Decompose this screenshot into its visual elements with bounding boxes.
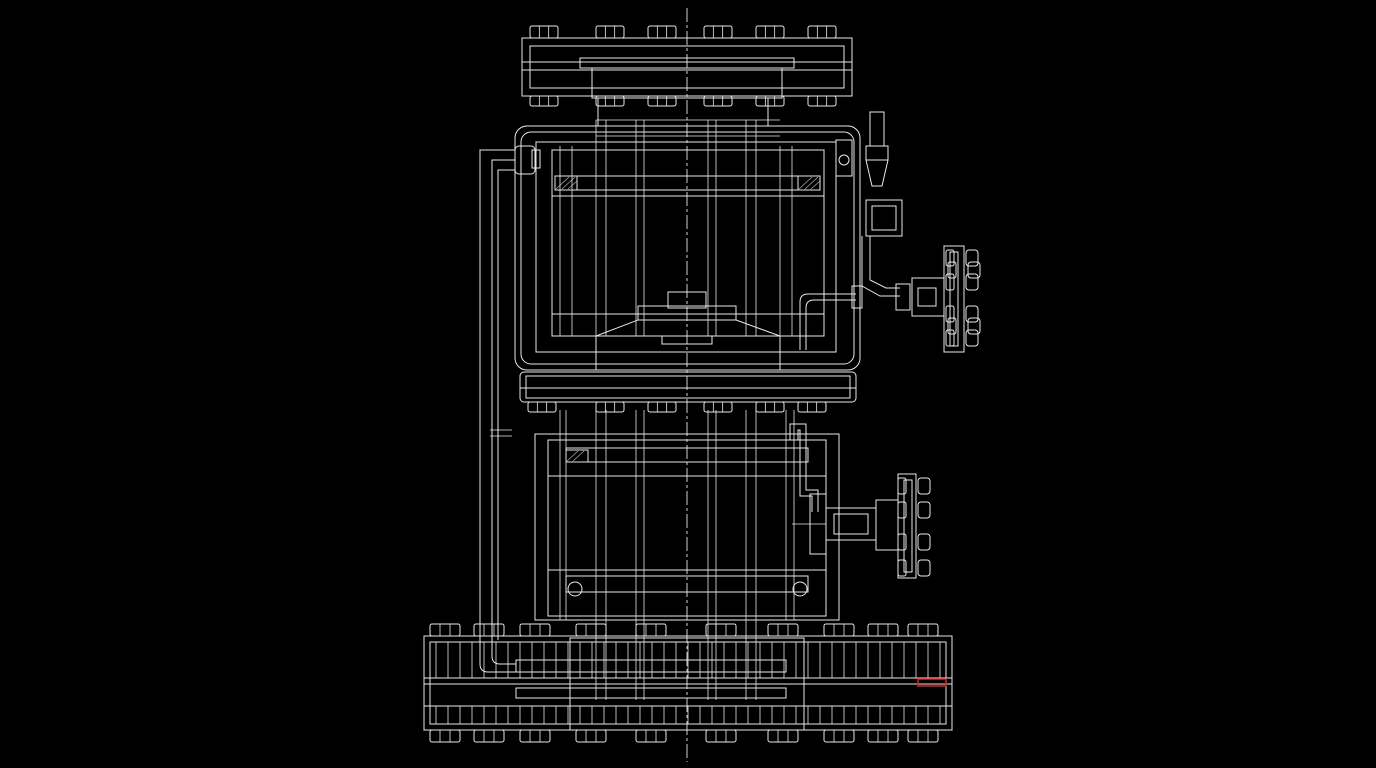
bolt-head <box>529 25 559 39</box>
flange-bolt <box>965 249 979 267</box>
bolt-head <box>429 623 461 637</box>
bolt-head <box>807 25 837 39</box>
flange-bolt <box>917 477 931 495</box>
bolt-head <box>807 95 837 107</box>
flange-bolt <box>965 273 979 291</box>
bolt-head <box>703 25 733 39</box>
external-pipe-left[interactable] <box>479 145 536 640</box>
lower-inner-bars <box>559 410 795 700</box>
bolt-head <box>907 729 939 743</box>
bolt-head <box>907 623 939 637</box>
flange-bolt <box>917 559 931 577</box>
bolt-head <box>519 623 551 637</box>
bolt-head <box>703 95 733 107</box>
right-valve-lower[interactable] <box>792 499 899 551</box>
bolt-head <box>473 623 505 637</box>
flange-bolt <box>917 533 931 551</box>
bolt-head <box>755 95 785 107</box>
bolt-head <box>705 729 737 743</box>
selected-edge-highlight[interactable] <box>917 678 947 687</box>
bolt-head <box>473 729 505 743</box>
bolt-head <box>797 401 827 413</box>
bolt-head <box>867 623 899 637</box>
bolt-head <box>867 729 899 743</box>
bolt-head <box>823 729 855 743</box>
upper-internal-pipe <box>799 285 863 350</box>
bolt-head <box>647 401 677 413</box>
bolt-head <box>647 95 677 107</box>
flange-bolt <box>967 261 981 279</box>
bolt-head <box>575 729 607 743</box>
bolt-head <box>755 401 785 413</box>
piston-top <box>595 291 781 371</box>
upper-side-bracket <box>531 139 853 177</box>
bolt-head <box>595 95 625 107</box>
bolt-head <box>823 623 855 637</box>
right-valve-upper[interactable] <box>861 111 945 317</box>
flange-bolt <box>965 329 979 347</box>
right-flange-lower[interactable] <box>897 473 931 579</box>
bolt-head <box>755 25 785 39</box>
bolt-head <box>767 623 799 637</box>
flange-bolt <box>965 305 979 323</box>
base-flange-bolt-row-lower <box>429 729 939 743</box>
bolt-head <box>575 623 607 637</box>
bolt-head <box>529 95 559 107</box>
base-flange-ribs <box>435 642 941 724</box>
bolt-head <box>767 729 799 743</box>
bolt-head <box>595 401 625 413</box>
bolt-head <box>595 25 625 39</box>
bolt-head <box>647 25 677 39</box>
lower-chamber-seal-left <box>565 449 589 463</box>
flange-bolt <box>967 317 981 335</box>
upper-chamber-seal-right <box>797 175 821 191</box>
bolt-head <box>519 729 551 743</box>
middle-flange-bolt-row <box>527 401 827 413</box>
base-flange-bolt-row-upper <box>429 623 939 637</box>
lower-internal-pipe <box>789 423 827 555</box>
bolt-head <box>705 623 737 637</box>
bolt-head <box>635 623 667 637</box>
top-flange-bolt-row-lower <box>529 95 837 107</box>
upper-inner-bars <box>559 119 793 336</box>
bolt-head <box>635 729 667 743</box>
middle-flange[interactable] <box>519 371 857 403</box>
top-flange-bolt-row-upper <box>529 25 837 39</box>
top-flange[interactable] <box>521 37 853 127</box>
bolt-head <box>703 401 733 413</box>
bolt-head <box>527 401 557 413</box>
right-flange-upper[interactable] <box>943 245 981 353</box>
flange-bolt <box>917 501 931 519</box>
bolt-head <box>429 729 461 743</box>
upper-chamber-seal-left <box>554 175 578 191</box>
